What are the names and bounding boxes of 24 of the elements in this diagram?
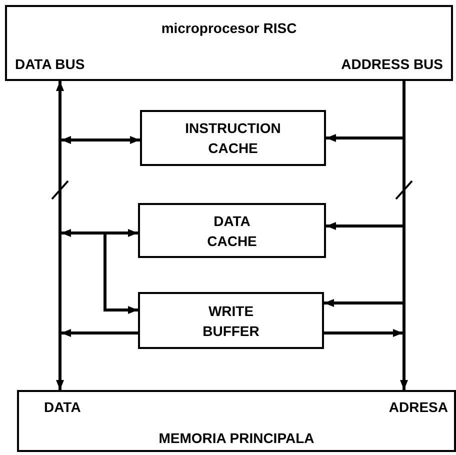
box-title: MEMORIA PRINCIPALA	[158, 430, 316, 447]
component-box	[140, 110, 326, 166]
box-title: microprocesor RISC	[160, 20, 298, 37]
component-box	[138, 203, 326, 258]
bus-line	[400, 81, 408, 390]
processor-box	[5, 5, 453, 81]
box-label: INSTRUCTION CACHE	[184, 119, 282, 158]
bus-label: DATA BUS	[15, 56, 85, 73]
memory-box	[17, 390, 456, 452]
bus-label: DATA	[44, 399, 81, 416]
arrow	[324, 299, 403, 307]
arrow	[104, 233, 138, 314]
bus-label: ADRESA	[388, 399, 448, 416]
component-box	[138, 292, 324, 349]
box-label: WRITE BUFFER	[202, 302, 260, 340]
arrow	[326, 134, 403, 142]
box-label: DATA CACHE	[206, 212, 258, 250]
arrow	[324, 329, 403, 337]
arrow	[61, 229, 138, 237]
arrow	[61, 329, 138, 337]
arrow	[326, 222, 403, 230]
bus-line	[56, 81, 64, 390]
bus-label: ADDRESS BUS	[341, 56, 443, 73]
arrow	[61, 136, 140, 144]
